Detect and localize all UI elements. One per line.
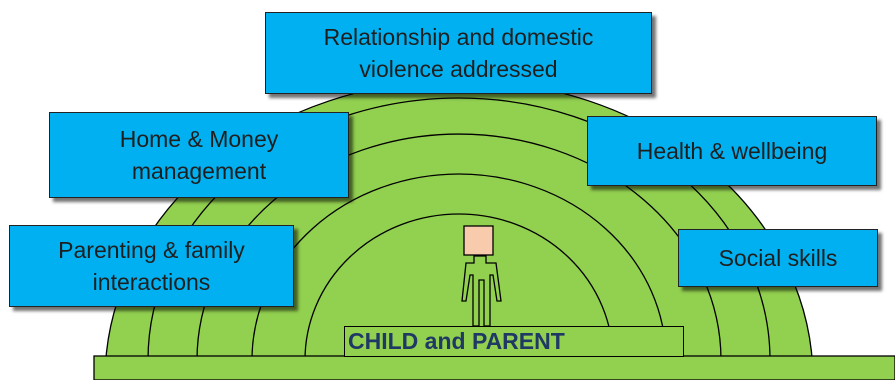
child-and-parent-label: CHILD and PARENT (344, 326, 684, 357)
person-figure-icon (461, 225, 502, 327)
relationship-domestic-violence-box: Relationship and domestic violence addre… (265, 12, 652, 94)
social-skills-box: Social skills (678, 229, 878, 287)
parenting-family-interactions-box: Parenting & family interactions (9, 225, 294, 307)
arch-ring-5 (304, 213, 614, 361)
ground-base (93, 355, 895, 380)
health-wellbeing-box: Health & wellbeing (587, 116, 877, 186)
home-money-management-box: Home & Money management (49, 112, 349, 198)
figure-head (463, 225, 494, 256)
figure-body (461, 255, 502, 327)
